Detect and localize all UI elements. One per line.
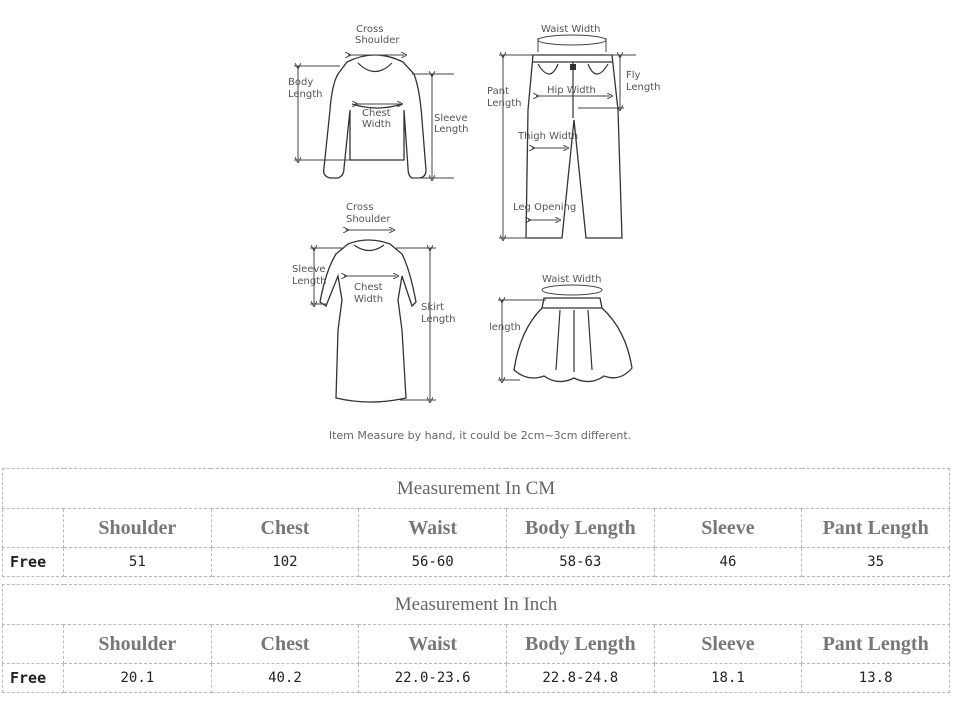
size-cell: Free <box>2 547 64 577</box>
pant-length-label-2: Length <box>487 98 522 109</box>
header-cell: Pant Length <box>801 508 950 548</box>
dress-illustration <box>319 239 417 403</box>
size-table-inch: Measurement In Inch Shoulder Chest Waist… <box>2 584 950 693</box>
measurement-note: Item Measure by hand, it could be 2cm~3c… <box>328 429 632 442</box>
sweater-cross-shoulder-label-2: Shoulder <box>355 35 400 46</box>
header-cell: Sleeve <box>653 508 803 548</box>
header-cell: Shoulder <box>63 508 212 548</box>
skirt-length-label-1: Skirt <box>421 302 444 313</box>
header-cell: Body Length <box>505 508 655 548</box>
header-cell: Waist <box>358 624 507 664</box>
value-cell: 40.2 <box>210 663 360 693</box>
header-cell: Pant Length <box>801 624 950 664</box>
table-row: Free 51 102 56-60 58-63 46 35 <box>2 547 950 577</box>
table-row: Free 20.1 40.2 22.0-23.6 22.8-24.8 18.1 … <box>2 663 950 693</box>
dress-sleeve-length-label-1: Sleeve <box>292 264 326 275</box>
sweater-chest-width-label-2: Width <box>362 119 391 130</box>
value-cell: 13.8 <box>801 663 950 693</box>
header-blank-cell <box>2 624 64 664</box>
sweater-sleeve-length-label-2: Length <box>434 124 469 135</box>
value-cell: 46 <box>653 547 803 577</box>
body-length-label-2: Length <box>288 89 323 100</box>
body-length-label-1: Body <box>288 77 313 88</box>
skirt-length-label-2: Length <box>421 314 456 325</box>
header-cell: Chest <box>210 508 360 548</box>
header-cell: Body Length <box>505 624 655 664</box>
fly-length-label-1: Fly <box>626 70 641 81</box>
dress-sleeve-length-label-2: Length <box>292 276 327 287</box>
value-cell: 56-60 <box>358 547 507 577</box>
value-cell: 58-63 <box>505 547 655 577</box>
sweater-sleeve-length-label-1: Sleeve <box>434 113 468 124</box>
header-cell: Chest <box>210 624 360 664</box>
size-table-cm: Measurement In CM Shoulder Chest Waist B… <box>2 468 950 577</box>
value-cell: 22.0-23.6 <box>358 663 507 693</box>
value-cell: 18.1 <box>653 663 803 693</box>
fly-length-label-2: Length <box>626 82 661 93</box>
pants-illustration <box>525 54 623 239</box>
sweater-cross-shoulder-label-1: Cross <box>356 24 383 35</box>
value-cell: 20.1 <box>63 663 212 693</box>
table-title: Measurement In Inch <box>2 584 950 625</box>
header-blank-cell <box>2 508 64 548</box>
skirt-illustration <box>513 297 633 383</box>
skirt-length-label: length <box>489 322 521 333</box>
value-cell: 51 <box>63 547 212 577</box>
value-cell: 35 <box>801 547 950 577</box>
dress-chest-width-label-1: Chest <box>354 282 383 293</box>
pant-length-label-1: Pant <box>487 86 509 97</box>
thigh-width-label: Thigh Width <box>517 131 578 142</box>
table-header-row: Shoulder Chest Waist Body Length Sleeve … <box>2 624 950 664</box>
skirt-waist-width-label: Waist Width <box>542 274 602 285</box>
sweater-chest-width-label-1: Chest <box>362 108 391 119</box>
header-cell: Waist <box>358 508 507 548</box>
pants-waist-width-label: Waist Width <box>541 24 601 35</box>
dress-cross-shoulder-label-1: Cross <box>346 202 373 213</box>
header-cell: Sleeve <box>653 624 803 664</box>
value-cell: 102 <box>210 547 360 577</box>
hip-width-label: Hip Width <box>547 85 596 96</box>
dress-cross-shoulder-label-2: Shoulder <box>346 214 391 225</box>
size-cell: Free <box>2 663 64 693</box>
header-cell: Shoulder <box>63 624 212 664</box>
value-cell: 22.8-24.8 <box>505 663 655 693</box>
table-header-row: Shoulder Chest Waist Body Length Sleeve … <box>2 508 950 548</box>
dress-chest-width-label-2: Width <box>354 294 383 305</box>
table-title: Measurement In CM <box>2 468 950 509</box>
measurement-diagram: Cross Shoulder Body Length Chest Width S… <box>288 24 661 430</box>
leg-opening-label: Leg Opening <box>513 202 576 213</box>
